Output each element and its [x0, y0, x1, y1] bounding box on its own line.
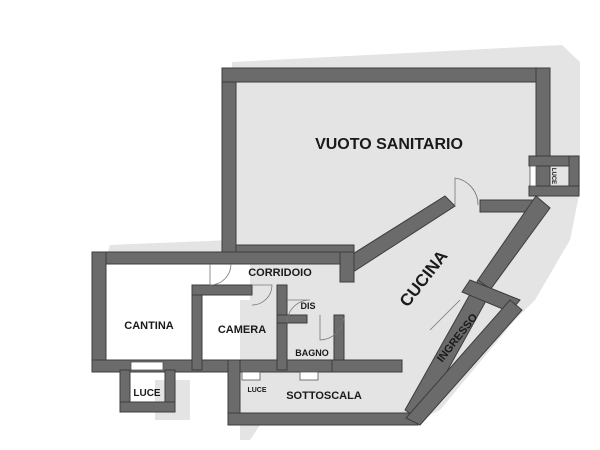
room-label-corridoio: CORRIDOIO [248, 267, 312, 279]
room-label-dis: DIS [300, 301, 315, 311]
room-label-sottoscala: SOTTOSCALA [286, 390, 362, 402]
room-label-vuoto-sanitario: VUOTO SANITARIO [315, 136, 463, 153]
room-label-cantina: CANTINA [124, 320, 174, 332]
luce-label-bottom-left: LUCE [133, 388, 161, 399]
door-swings [209, 177, 479, 341]
room-label-bagno: BAGNO [295, 348, 329, 358]
luce-label-bottom-middle: LUCE [247, 387, 266, 394]
room-label-camera: CAMERA [218, 324, 266, 336]
windows [130, 165, 537, 381]
luce-label-right: LUCE [550, 168, 556, 184]
walls [91, 67, 580, 426]
